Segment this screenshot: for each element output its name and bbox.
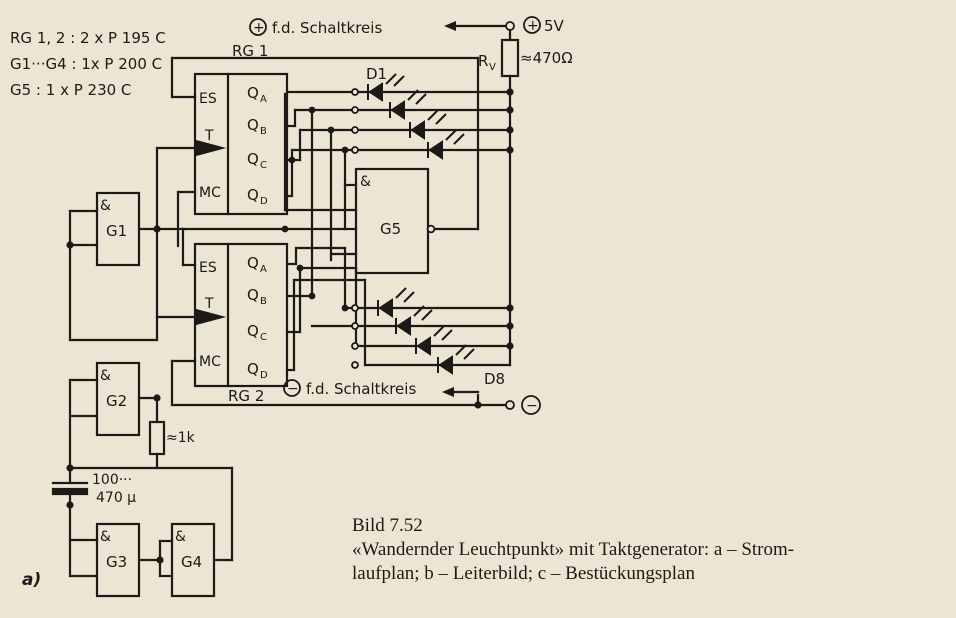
rg2-label: RG 2: [228, 387, 264, 405]
rg1-qd-sub: D: [260, 196, 268, 207]
legend-line-1: RG 1, 2 : 2 x P 195 C: [10, 29, 166, 47]
rg2-qa-sub: A: [260, 264, 267, 275]
g1-label: G1: [106, 222, 127, 240]
rg1-q: Q: [247, 186, 259, 204]
figure-caption: Bild 7.52 «Wandernder Leuchtpunkt» mit T…: [352, 514, 942, 586]
rg2-qb-sub: B: [260, 296, 267, 307]
minus-symbol: −: [287, 381, 299, 397]
g4-label: G4: [181, 553, 202, 571]
legend-line-3: G5 : 1 x P 230 C: [10, 81, 131, 99]
led-d6: [395, 305, 433, 336]
minus-terminal-symbol: −: [526, 398, 538, 414]
g2-and-symbol: &: [100, 368, 111, 384]
figure-tag: a): [22, 570, 41, 590]
rg2-q: Q: [247, 322, 259, 340]
rg1-qa-sub: A: [260, 94, 267, 105]
rg2-q: Q: [247, 254, 259, 272]
rg2-q: Q: [247, 360, 259, 378]
g3-label: G3: [106, 553, 127, 571]
rg1-q: Q: [247, 84, 259, 102]
rg1-q: Q: [247, 116, 259, 134]
resistor-rv-sub: V: [489, 62, 496, 73]
legend-line-2: G1···G4 : 1x P 200 C: [10, 55, 162, 73]
rg2-pin-t: T: [204, 296, 214, 312]
rg1-qb-sub: B: [260, 126, 267, 137]
g3-and-symbol: &: [100, 529, 111, 545]
led-d7: [415, 325, 453, 356]
rg2-pin-mc: MC: [199, 354, 221, 370]
rg2-pin-es: ES: [199, 260, 217, 276]
rg1-pin-mc: MC: [199, 185, 221, 201]
rg1-pin-t: T: [204, 128, 214, 144]
g1-and-symbol: &: [100, 198, 111, 214]
led-d4: [427, 129, 465, 160]
g2-label: G2: [106, 392, 127, 410]
resistor-rv-value: ≈470Ω: [520, 49, 573, 67]
gate-g5-box: [354, 167, 430, 275]
caption-line-1: «Wandernder Leuchtpunkt» mit Taktgenerat…: [352, 539, 795, 560]
rg1-pin-es: ES: [199, 91, 217, 107]
rg2-qc-sub: C: [260, 332, 267, 343]
led-d3: [409, 109, 447, 140]
rg2-q: Q: [247, 286, 259, 304]
minus-supply-label: f.d. Schaltkreis: [306, 380, 416, 398]
caption-line-2: laufplan; b – Leiterbild; c – Bestückung…: [352, 563, 695, 584]
rg1-label: RG 1: [232, 42, 268, 60]
led-d5: [377, 287, 415, 318]
resistor-rv-label: R: [478, 52, 488, 70]
diode-d1-label: D1: [366, 65, 387, 83]
caption-title: Bild 7.52: [352, 515, 423, 536]
diode-d8-label: D8: [484, 370, 505, 388]
led-d2: [389, 89, 427, 120]
rg1-q: Q: [247, 150, 259, 168]
g5-label: G5: [380, 220, 401, 238]
g4-and-symbol: &: [175, 529, 186, 545]
plus5v-symbol: +: [527, 18, 539, 34]
rg1-qc-sub: C: [260, 160, 267, 171]
capacitor-value-top: 100···: [92, 472, 132, 488]
plus-voltage: 5V: [544, 17, 565, 35]
resistor-1k-value: ≈1k: [166, 430, 196, 446]
plus-supply-label: f.d. Schaltkreis: [272, 19, 382, 37]
led-d1: [367, 73, 405, 102]
rg2-qd-sub: D: [260, 370, 268, 381]
g5-and-symbol: &: [360, 174, 371, 190]
plus-symbol: +: [253, 20, 265, 36]
led-d8: [437, 344, 475, 375]
capacitor-value-bottom: 470 µ: [96, 490, 136, 506]
